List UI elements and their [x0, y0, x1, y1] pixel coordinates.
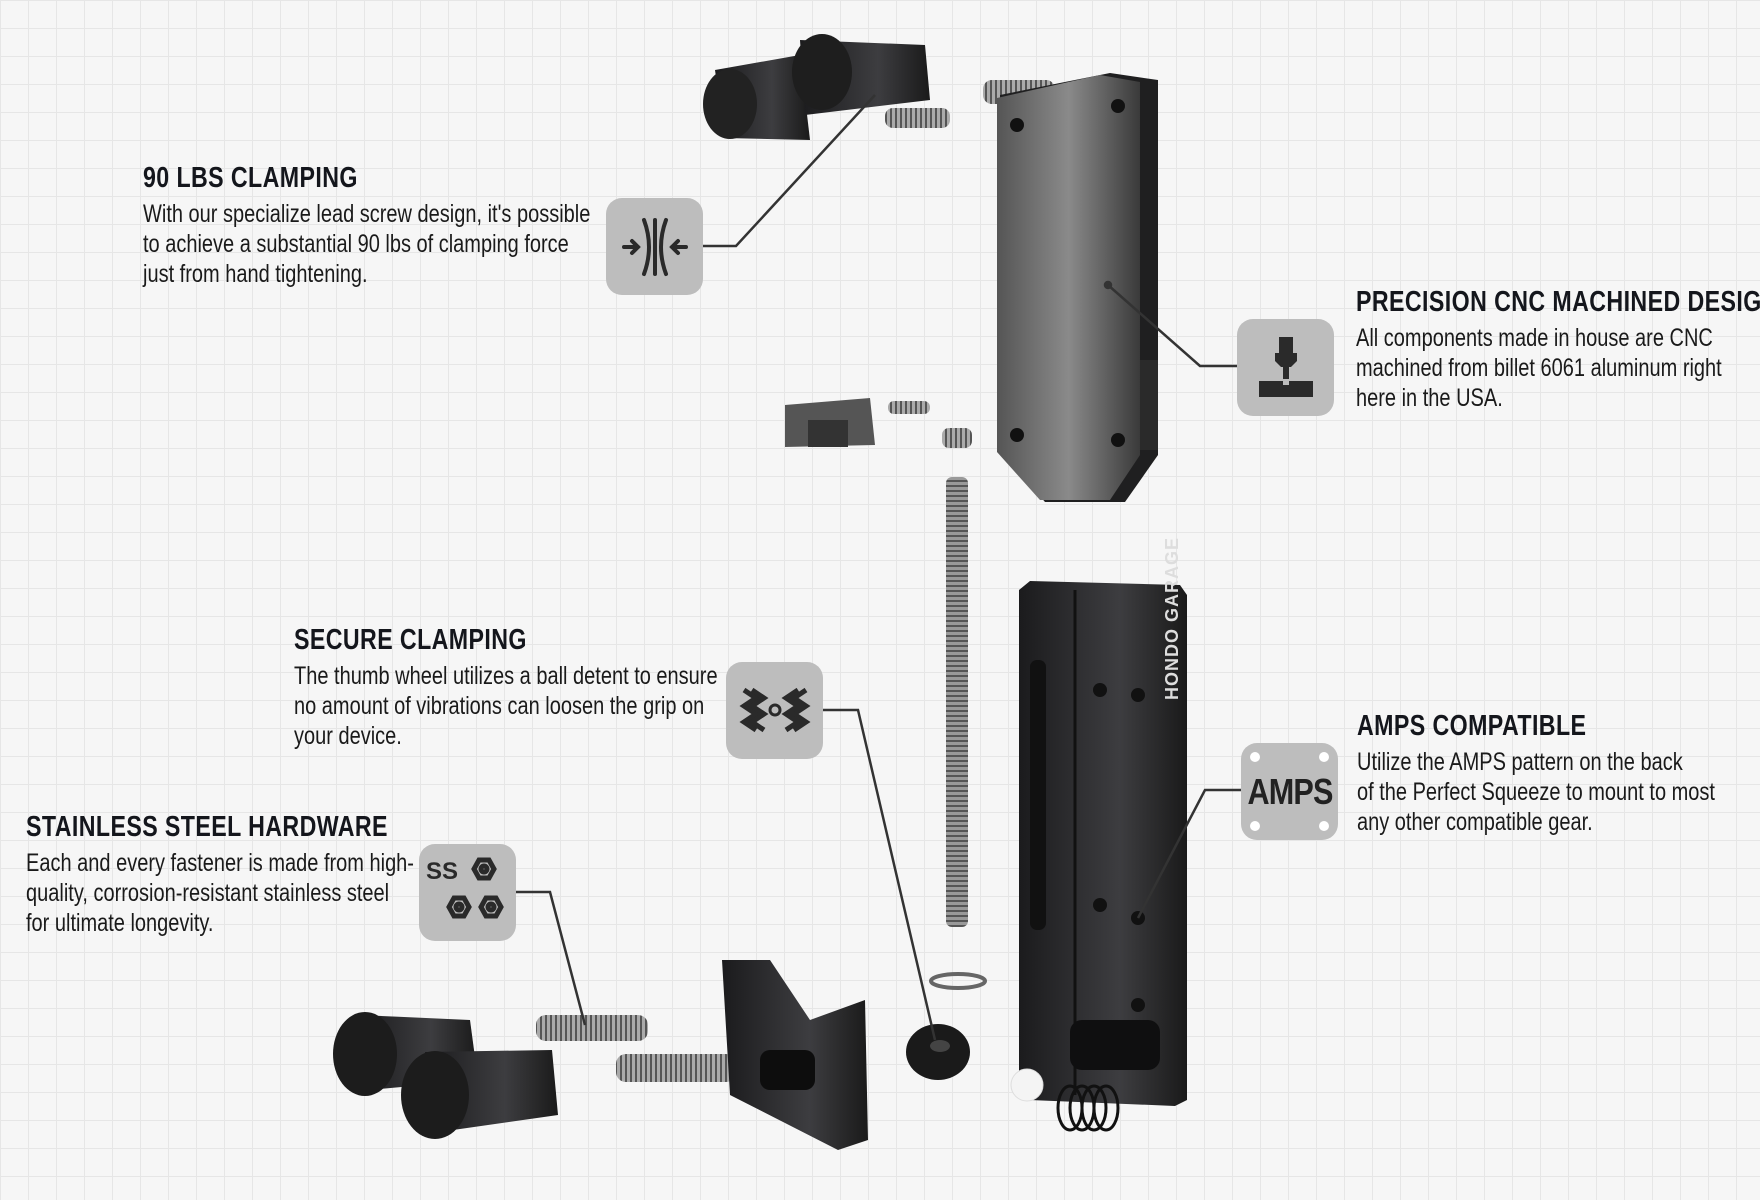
top-knobs [703, 34, 1055, 140]
feature-title: AMPS COMPATIBLE [1357, 710, 1587, 742]
feature-title: 90 LBS CLAMPING [143, 162, 358, 194]
feature-description: The thumb wheel utilizes a ball detent t… [294, 662, 718, 750]
cnc-mill-icon [1237, 319, 1334, 416]
feature-90-lbs-clamping: 90 LBS CLAMPING With our specialize lead… [143, 162, 590, 289]
leader-lines [516, 94, 1241, 1041]
feature-stainless-steel: STAINLESS STEEL HARDWARE Each and every … [26, 811, 414, 938]
bottom-knobs [333, 1012, 736, 1139]
detent-block [785, 398, 972, 448]
feature-description: With our specialize lead screw design, i… [143, 200, 591, 288]
lead-screw [946, 477, 968, 927]
feature-secure-clamping: SECURE CLAMPING The thumb wheel utilizes… [294, 624, 718, 751]
compress-arrows-icon [606, 198, 703, 295]
amps-icon-text: AMPS [1247, 770, 1333, 812]
thumb-wheel [906, 972, 1120, 1132]
thumb-clamp-bracket [722, 960, 868, 1150]
feature-title: PRECISION CNC MACHINED DESIGN [1356, 286, 1760, 318]
feature-title: STAINLESS STEEL HARDWARE [26, 811, 388, 843]
brand-engraving: HONDO GARAGE [1162, 536, 1182, 700]
feature-description: Each and every fastener is made from hig… [26, 849, 414, 937]
stainless-nuts-icon: SS [419, 844, 516, 941]
lower-plate [1019, 581, 1187, 1106]
amps-icon: AMPS [1241, 743, 1338, 840]
vibration-icon [726, 662, 823, 759]
ss-icon-text: SS [426, 858, 459, 885]
feature-precision-cnc: PRECISION CNC MACHINED DESIGN All compon… [1356, 286, 1760, 413]
feature-amps-compatible: AMPS COMPATIBLE Utilize the AMPS pattern… [1357, 710, 1715, 837]
feature-title: SECURE CLAMPING [294, 624, 527, 656]
top-plate [997, 73, 1158, 502]
